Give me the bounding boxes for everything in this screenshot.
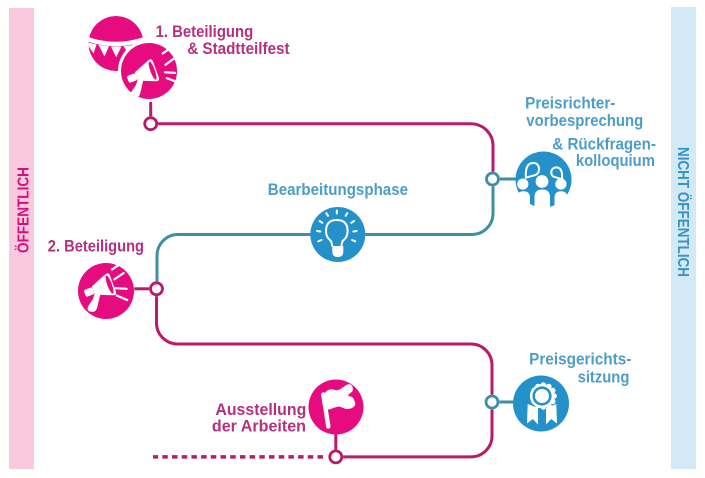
svg-text:& Rückfragen-: & Rückfragen- bbox=[552, 135, 656, 153]
svg-text:& Stadtteilfest: & Stadtteilfest bbox=[187, 40, 290, 58]
svg-text:Preisgerichts-: Preisgerichts- bbox=[529, 350, 631, 368]
svg-text:Preisrichter-: Preisrichter- bbox=[525, 95, 615, 113]
svg-text:der Arbeiten: der Arbeiten bbox=[212, 418, 306, 436]
svg-text:NICHT ÖFFENTLICH: NICHT ÖFFENTLICH bbox=[674, 147, 693, 277]
svg-text:kolloquium: kolloquium bbox=[576, 152, 655, 170]
svg-text:sitzung: sitzung bbox=[578, 369, 630, 387]
svg-text:vorbesprechung: vorbesprechung bbox=[526, 112, 643, 130]
svg-text:ÖFFENTLICH: ÖFFENTLICH bbox=[14, 167, 33, 253]
svg-text:2. Beteiligung: 2. Beteiligung bbox=[48, 237, 144, 255]
svg-text:Ausstellung: Ausstellung bbox=[215, 401, 306, 419]
svg-text:1. Beteiligung: 1. Beteiligung bbox=[156, 23, 254, 41]
svg-text:Bearbeitungsphase: Bearbeitungsphase bbox=[268, 181, 408, 199]
